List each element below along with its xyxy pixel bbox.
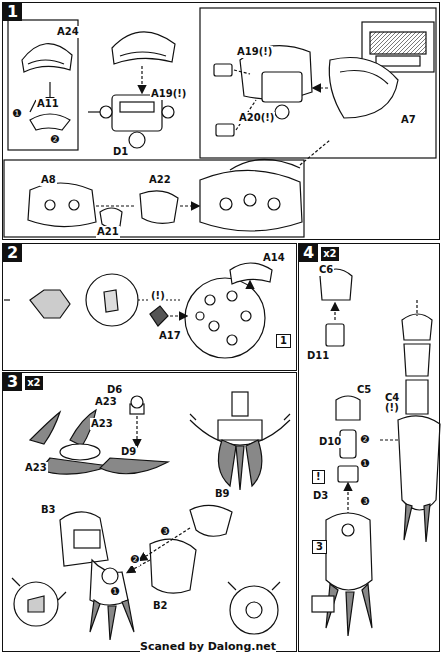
step-order-mark: ❸ — [160, 526, 170, 538]
part-label: A11 — [36, 98, 60, 110]
part-label: (!) — [384, 402, 400, 414]
part-label: 1 — [276, 334, 291, 348]
part-label: A14 — [262, 252, 286, 264]
step-order-mark: ❶ — [360, 458, 370, 470]
step-number: 4 — [299, 244, 318, 262]
part-label: D10 — [318, 436, 342, 448]
watermark: Scaned by Dalong.net — [140, 640, 276, 653]
part-label: A22 — [148, 174, 172, 186]
part-label: B2 — [152, 600, 169, 612]
step-number: 1 — [3, 3, 22, 21]
step-order-mark: ❶ — [12, 108, 22, 120]
step-order-mark: ❷ — [130, 554, 140, 566]
part-label: C5 — [356, 384, 372, 396]
step-order-mark: ❸ — [360, 496, 370, 508]
part-label: B3 — [40, 504, 57, 516]
step-order-mark: ❷ — [50, 134, 60, 146]
part-label: A23 — [90, 418, 114, 430]
part-label: C6 — [318, 264, 334, 276]
part-label: A19(!) — [236, 46, 273, 58]
part-label: D6 — [106, 384, 123, 396]
part-label: ! — [312, 470, 325, 484]
part-label: (!) — [150, 290, 166, 302]
part-label: D11 — [306, 350, 330, 362]
part-label: A8 — [40, 174, 57, 186]
part-label: D3 — [312, 490, 329, 502]
part-label: A7 — [400, 114, 417, 126]
part-label: A19(!) — [150, 88, 187, 100]
part-label: A17 — [158, 330, 182, 342]
part-label: A21 — [96, 226, 120, 238]
step-panel: 2 — [2, 243, 297, 371]
step-number: 3 — [3, 373, 22, 391]
part-label: A24 — [56, 26, 80, 38]
part-label: D9 — [120, 446, 137, 458]
part-label: A23 — [24, 462, 48, 474]
part-label: 3 — [312, 540, 327, 554]
quantity-badge: x2 — [24, 375, 43, 391]
step-order-mark: ❶ — [110, 586, 120, 598]
part-label: A20(!) — [238, 112, 275, 124]
quantity-badge: x2 — [320, 246, 339, 262]
step-number: 2 — [3, 244, 22, 262]
part-label: B9 — [214, 488, 231, 500]
step-order-mark: ❷ — [360, 434, 370, 446]
part-label: A23 — [94, 396, 118, 408]
part-label: D1 — [112, 146, 129, 158]
